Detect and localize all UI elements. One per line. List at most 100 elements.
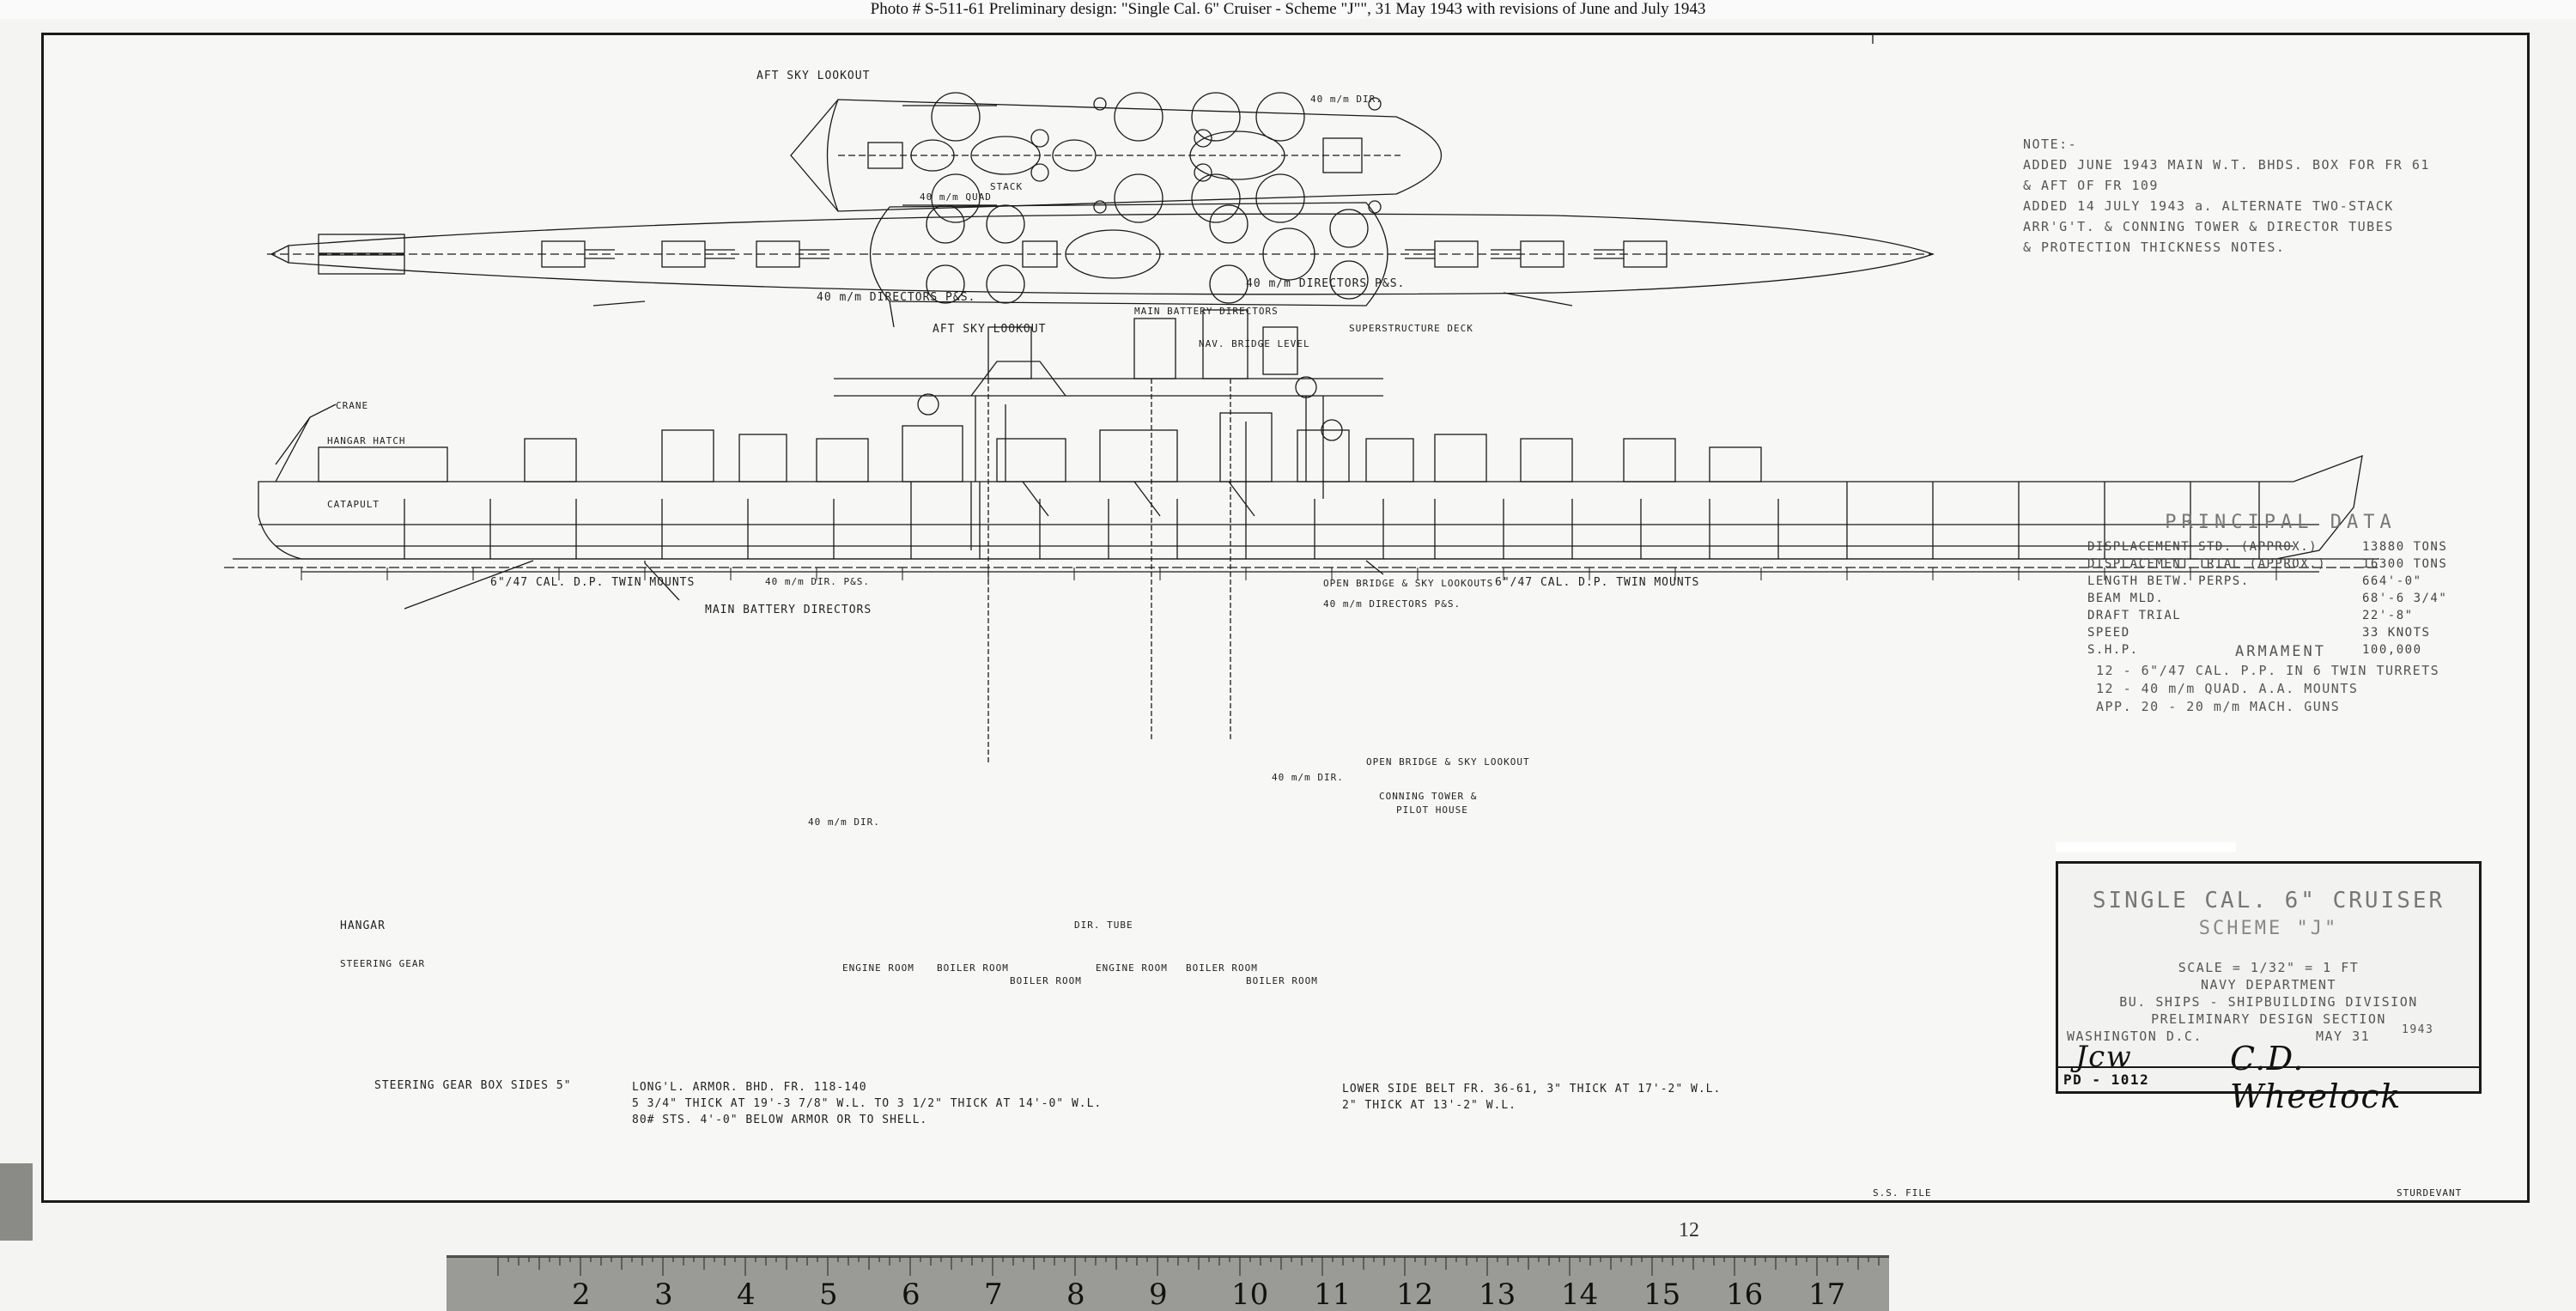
ruler-number: 17 bbox=[1808, 1278, 1845, 1311]
data-value: 664'-0" bbox=[2362, 574, 2422, 588]
ruler-number: 9 bbox=[1149, 1278, 1168, 1311]
title-block-divider bbox=[2058, 1066, 2479, 1068]
aft-sky-lookout-label: AFT SKY LOOKOUT bbox=[756, 70, 871, 82]
data-key: BEAM MLD. bbox=[2087, 592, 2165, 605]
ss-file-stamp: S.S. FILE bbox=[1873, 1187, 1932, 1199]
engine-room-2-label: ENGINE ROOM bbox=[1096, 962, 1168, 974]
twin-mounts-right-label: 6"/47 CAL. D.P. TWIN MOUNTS bbox=[1495, 576, 1700, 589]
title-block-dept: NAVY DEPARTMENT bbox=[2201, 977, 2336, 992]
paper-edge bbox=[0, 1163, 33, 1241]
data-value: 33 KNOTS bbox=[2362, 626, 2431, 640]
upper-plan-view bbox=[790, 92, 1443, 223]
armament-line: 12 - 40 m/m QUAD. A.A. MOUNTS bbox=[2096, 681, 2359, 696]
deck-aft-sky-lookout-label: AFT SKY LOOKOUT bbox=[933, 323, 1047, 336]
armor-note-3: 80# STS. 4'-0" BELOW ARMOR OR TO SHELL. bbox=[632, 1114, 928, 1126]
title-block-bureau: BU. SHIPS - SHIPBUILDING DIVISION bbox=[2119, 994, 2418, 1010]
armament-title: ARMAMENT bbox=[2235, 643, 2326, 660]
ruler-number: 5 bbox=[819, 1278, 838, 1311]
armament-line: APP. 20 - 20 m/m MACH. GUNS bbox=[2096, 699, 2341, 714]
data-row: DRAFT TRIAL 22'-8" bbox=[2087, 607, 2474, 624]
white-strip bbox=[2056, 842, 2236, 852]
ruler-number: 15 bbox=[1643, 1278, 1680, 1311]
title-block-place: WASHINGTON D.C. bbox=[2067, 1029, 2202, 1044]
principal-data-table: PRINCIPAL DATA DISPLACEMENT STD. (APPROX… bbox=[2087, 512, 2474, 659]
photo-caption: Photo # S-511-61 Preliminary design: "Si… bbox=[0, 0, 2576, 19]
note-line: & AFT OF FR 109 bbox=[2023, 178, 2159, 193]
ruler-number: 11 bbox=[1314, 1278, 1351, 1311]
data-key: DISPLACEMENT STD. (APPROX.) bbox=[2087, 540, 2318, 554]
data-key: S.H.P. bbox=[2087, 643, 2139, 657]
blueprint-sheet: AFT SKY LOOKOUT 40 m/m DIRECTORS P&S. 40… bbox=[41, 33, 2530, 1203]
top-directors-right-label: 40 m/m DIRECTORS P&S. bbox=[1246, 277, 1406, 290]
belt-note-1: LOWER SIDE BELT FR. 36-61, 3" THICK AT 1… bbox=[1342, 1083, 1722, 1096]
data-value: 22'-8" bbox=[2362, 609, 2414, 622]
drawing-number: PD - 1012 bbox=[2063, 1071, 2150, 1088]
armor-note-2: 5 3/4" THICK AT 19'-3 7/8" W.L. TO 3 1/2… bbox=[632, 1097, 1103, 1110]
data-key: LENGTH BETW. PERPS. bbox=[2087, 574, 2250, 588]
main-battery-directors-label: MAIN BATTERY DIRECTORS bbox=[705, 604, 872, 616]
ruler-number: 16 bbox=[1726, 1278, 1763, 1311]
ruler-number: 4 bbox=[737, 1278, 756, 1311]
deck-directors-ps-label: 40 m/m DIRECTORS P&S. bbox=[1323, 598, 1461, 610]
top-directors-left-label: 40 m/m DIRECTORS P&S. bbox=[817, 291, 976, 304]
open-bridge-lookout-label: OPEN BRIDGE & SKY LOOKOUT bbox=[1366, 756, 1530, 768]
title-block-title: SINGLE CAL. 6" CRUISER bbox=[2092, 888, 2445, 913]
data-row: LENGTH BETW. PERPS. 664'-0" bbox=[2087, 573, 2474, 590]
ruler-number: 6 bbox=[902, 1278, 920, 1311]
twin-mounts-left-label: 6"/47 CAL. D.P. TWIN MOUNTS bbox=[490, 576, 696, 589]
ruler-number: 14 bbox=[1561, 1278, 1598, 1311]
engine-room-1-label: ENGINE ROOM bbox=[842, 962, 914, 974]
note-line: ADDED 14 JULY 1943 a. ALTERNATE TWO-STAC… bbox=[2023, 198, 2394, 214]
open-bridge-label: OPEN BRIDGE & SKY LOOKOUTS bbox=[1323, 578, 1494, 589]
hull-profile bbox=[224, 376, 2379, 573]
boiler-room-3-label: BOILER ROOM bbox=[1186, 962, 1258, 974]
steering-gear-label: STEERING GEAR bbox=[340, 958, 426, 969]
initials-signature: Jcw bbox=[2075, 1040, 2133, 1074]
page-number: 12 bbox=[1679, 1219, 1699, 1241]
wheelock-signature: C.D. Wheelock bbox=[2230, 1040, 2402, 1115]
boiler-room-1-label: BOILER ROOM bbox=[937, 962, 1009, 974]
pilot-house-label: PILOT HOUSE bbox=[1396, 804, 1468, 816]
armor-note-1: LONG'L. ARMOR. BHD. FR. 118-140 bbox=[632, 1081, 867, 1094]
ruler-number: 3 bbox=[654, 1278, 673, 1311]
data-row: DISPLACEMENT STD. (APPROX.) 13880 TONS bbox=[2087, 538, 2474, 555]
ruler-number: 2 bbox=[572, 1278, 591, 1311]
boiler-room-2-label: BOILER ROOM bbox=[1010, 975, 1082, 986]
crane-label: CRANE bbox=[336, 400, 369, 411]
note-line: ARR'G'T. & CONNING TOWER & DIRECTOR TUBE… bbox=[2023, 219, 2394, 234]
ruler-number: 13 bbox=[1479, 1278, 1516, 1311]
ruler-ticks: 23456789101112131415161718 bbox=[447, 1257, 1889, 1311]
title-block-scale: SCALE = 1/32" = 1 FT bbox=[2178, 960, 2360, 975]
data-key: DISPLACEMENT TRIAL (APPROX.) bbox=[2087, 557, 2327, 571]
data-value: 16300 TONS bbox=[2362, 557, 2448, 571]
boiler-room-4-label: BOILER ROOM bbox=[1246, 975, 1318, 986]
armament-block: ARMAMENT 12 - 6"/47 CAL. P.P. IN 6 TWIN … bbox=[2096, 643, 2465, 716]
superstructure-deck-label: SUPERSTRUCTURE DECK bbox=[1349, 323, 1473, 334]
title-block-section: PRELIMINARY DESIGN SECTION bbox=[2151, 1011, 2386, 1027]
deck-dir-mark-label: 40 m/m DIR. P&S. bbox=[765, 576, 870, 587]
dir-tube-label: DIR. TUBE bbox=[1074, 920, 1133, 931]
data-value: 100,000 bbox=[2362, 643, 2422, 657]
ruler-number: 7 bbox=[984, 1278, 1003, 1311]
ship-drawing bbox=[224, 35, 2379, 765]
top-quad-label: 40 m/m QUAD bbox=[920, 191, 992, 203]
measuring-ruler: 23456789101112131415161718 bbox=[447, 1255, 1889, 1311]
armament-line: 12 - 6"/47 CAL. P.P. IN 6 TWIN TURRETS bbox=[2096, 663, 2440, 678]
note-line: ADDED JUNE 1943 MAIN W.T. BHDS. BOX FOR … bbox=[2023, 157, 2430, 173]
data-value: 13880 TONS bbox=[2362, 540, 2448, 554]
steering-note-label: STEERING GEAR BOX SIDES 5" bbox=[374, 1079, 572, 1092]
belt-note-2: 2" THICK AT 13'-2" W.L. bbox=[1342, 1099, 1517, 1112]
profile-dir-40-label: 40 m/m DIR. bbox=[1272, 772, 1344, 783]
hangar-hatch-label: HANGAR HATCH bbox=[327, 435, 406, 446]
data-value: 68'-6 3/4" bbox=[2362, 592, 2448, 605]
data-key: DRAFT TRIAL bbox=[2087, 609, 2182, 622]
top-stack-label: STACK bbox=[990, 181, 1024, 192]
hangar-label: HANGAR bbox=[340, 920, 386, 932]
ruler-number: 10 bbox=[1231, 1278, 1268, 1311]
revision-notes: NOTE:- ADDED JUNE 1943 MAIN W.T. BHDS. B… bbox=[2023, 134, 2470, 258]
profile-dir-40b-label: 40 m/m DIR. bbox=[808, 816, 880, 828]
title-block-date: MAY 31 bbox=[2316, 1029, 2371, 1044]
catapult-label: CATAPULT bbox=[327, 499, 380, 510]
nav-bridge-level-label: NAV. BRIDGE LEVEL bbox=[1199, 338, 1310, 349]
